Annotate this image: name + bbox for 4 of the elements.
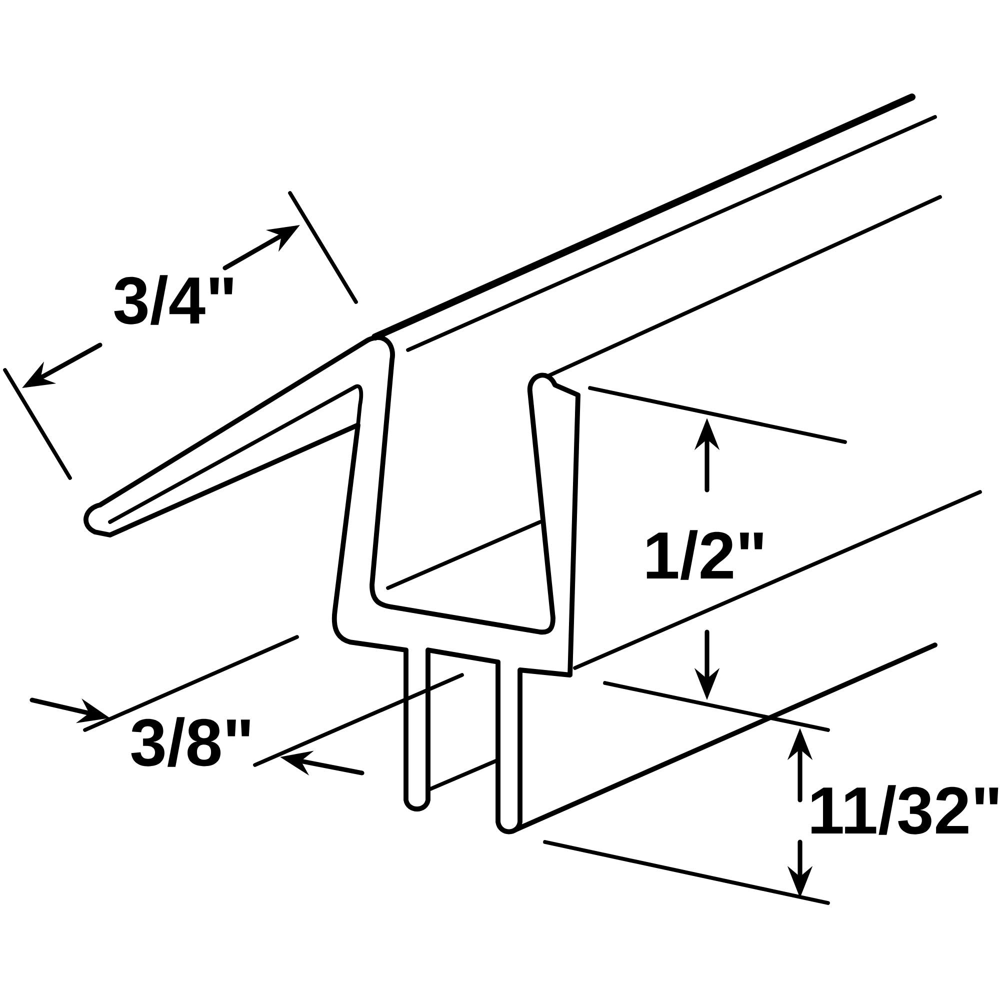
dimension-label: 11/32"	[812, 785, 998, 835]
dimension-label: 3/4"	[114, 275, 233, 325]
dimension-label: 1/2"	[646, 530, 763, 580]
dimension-label: 3/8"	[131, 717, 250, 767]
